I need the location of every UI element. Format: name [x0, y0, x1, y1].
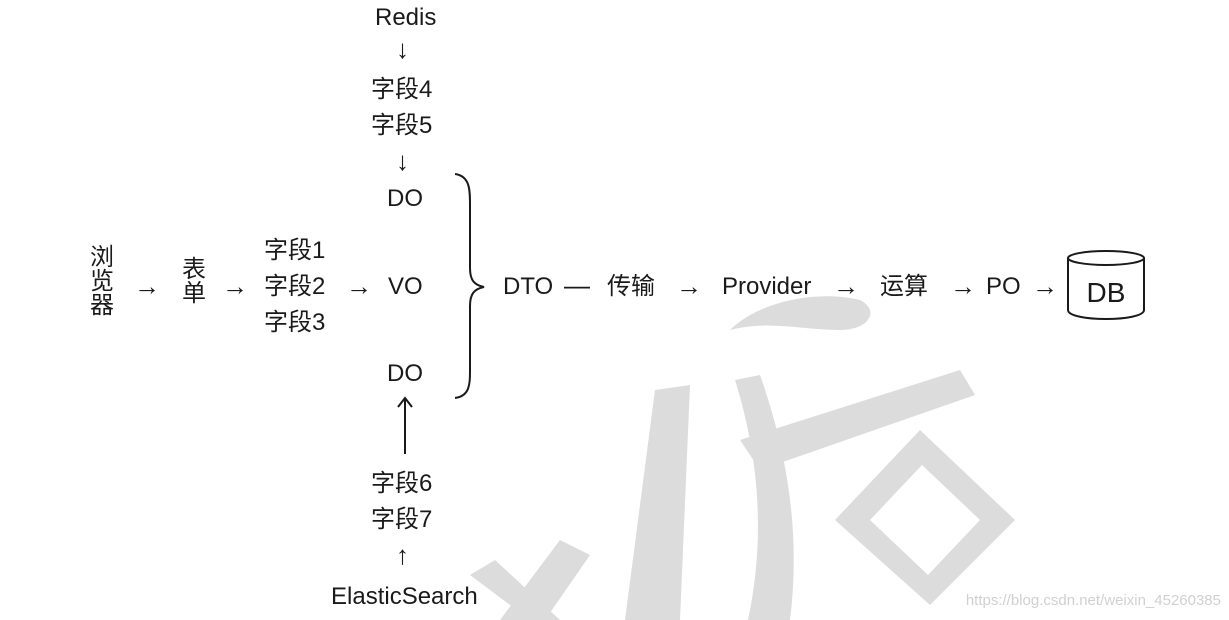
arrow-right-form-to-fields: → — [222, 271, 248, 301]
field-3-label: 字段3 — [264, 309, 326, 336]
form-label: 表 单 — [180, 258, 208, 306]
arrow-right-browser-to-form: → — [134, 271, 160, 301]
field-6-label: 字段6 — [371, 470, 433, 497]
arrow-right-compute-to-po: → — [950, 271, 976, 301]
do-top-label: DO — [387, 185, 423, 212]
field-7-label: 字段7 — [371, 506, 433, 533]
field-1-label: 字段1 — [264, 237, 326, 264]
arrow-right-fields-to-vo: → — [346, 271, 372, 301]
elasticsearch-label: ElasticSearch — [331, 583, 478, 610]
arrow-up-fields-to-do — [397, 396, 413, 454]
do-bottom-label: DO — [387, 360, 423, 387]
curly-brace — [454, 173, 485, 399]
browser-char-1: 浏 — [90, 244, 114, 271]
form-char-1: 表 — [182, 256, 206, 283]
field-2-label: 字段2 — [264, 273, 326, 300]
dash-dto-to-transfer: — — [564, 270, 590, 300]
arrow-right-transfer-to-provider: → — [676, 271, 702, 301]
watermark-url: https://blog.csdn.net/weixin_45260385 — [965, 592, 1221, 609]
arrow-down-redis-to-fields: ↓ — [396, 34, 409, 64]
arrow-right-po-to-db: → — [1032, 271, 1058, 301]
redis-field-list: 字段4 字段5 — [371, 72, 432, 144]
browser-label: 浏 览 器 — [88, 246, 116, 318]
form-char-2: 单 — [182, 280, 206, 307]
arrow-right-provider-to-compute: → — [833, 271, 859, 301]
field-5-label: 字段5 — [371, 112, 433, 139]
db-label: DB — [1086, 277, 1126, 308]
compute-label: 运算 — [880, 273, 928, 300]
es-field-list: 字段6 字段7 — [371, 466, 432, 538]
browser-char-2: 览 — [90, 268, 114, 295]
form-field-list: 字段1 字段2 字段3 — [264, 233, 325, 341]
redis-label: Redis — [375, 4, 437, 31]
po-label: PO — [986, 273, 1021, 300]
browser-char-3: 器 — [90, 292, 114, 319]
dto-label: DTO — [503, 273, 554, 300]
arrow-down-fields-to-do: ↓ — [396, 146, 409, 176]
transfer-label: 传输 — [607, 273, 655, 300]
db-cylinder-icon — [1067, 250, 1145, 320]
arrow-up-es-to-fields: ↑ — [396, 540, 409, 570]
vo-label: VO — [388, 273, 423, 300]
field-4-label: 字段4 — [371, 76, 433, 103]
provider-label: Provider — [722, 273, 812, 300]
